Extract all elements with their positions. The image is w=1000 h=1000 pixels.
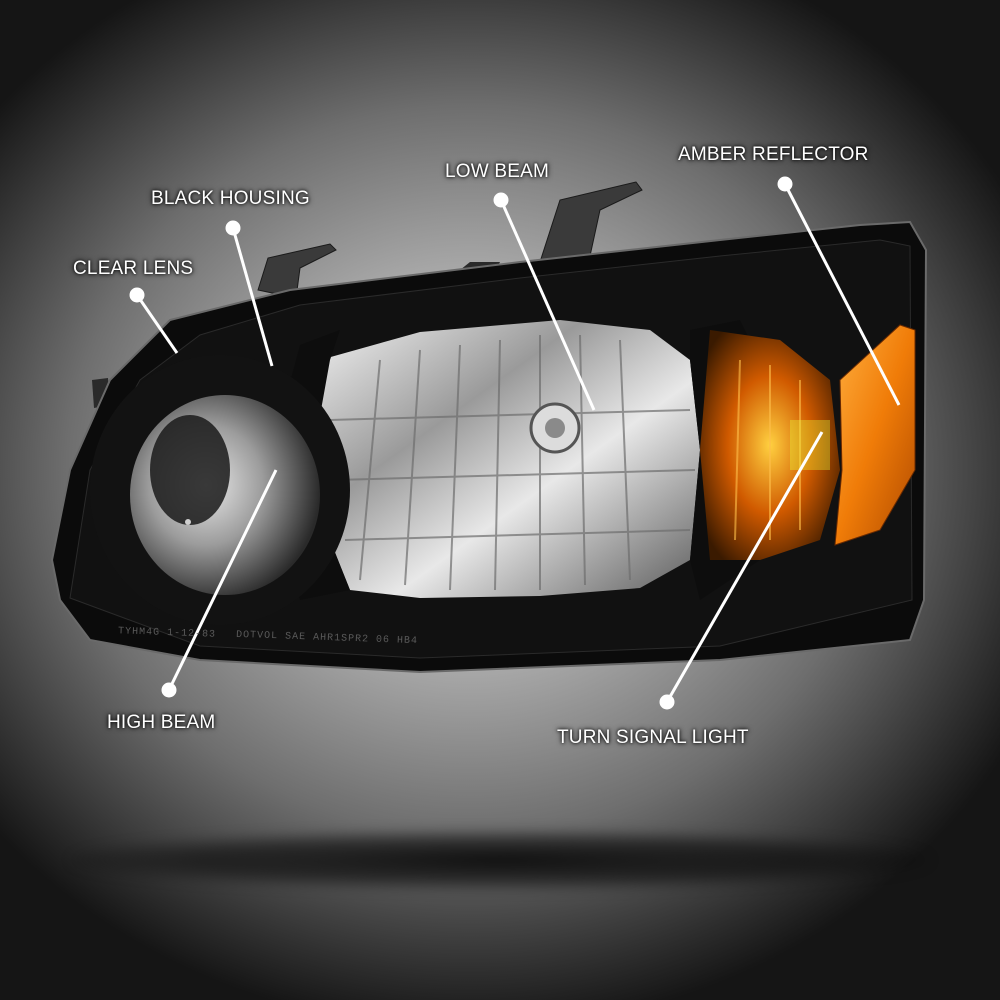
callout-lines [129, 176, 901, 710]
callout-turn-signal-light: TURN SIGNAL LIGHT [557, 727, 749, 748]
callout-high-beam: HIGH BEAM [107, 712, 216, 733]
callout-black-housing: BLACK HOUSING [151, 188, 310, 209]
callout-clear-lens: CLEAR LENS [73, 258, 194, 279]
floor-shadow [70, 830, 930, 890]
amber-reflector [834, 324, 916, 546]
callout-amber-reflector: AMBER REFLECTOR [678, 144, 869, 165]
callout-low-beam: LOW BEAM [445, 161, 550, 182]
